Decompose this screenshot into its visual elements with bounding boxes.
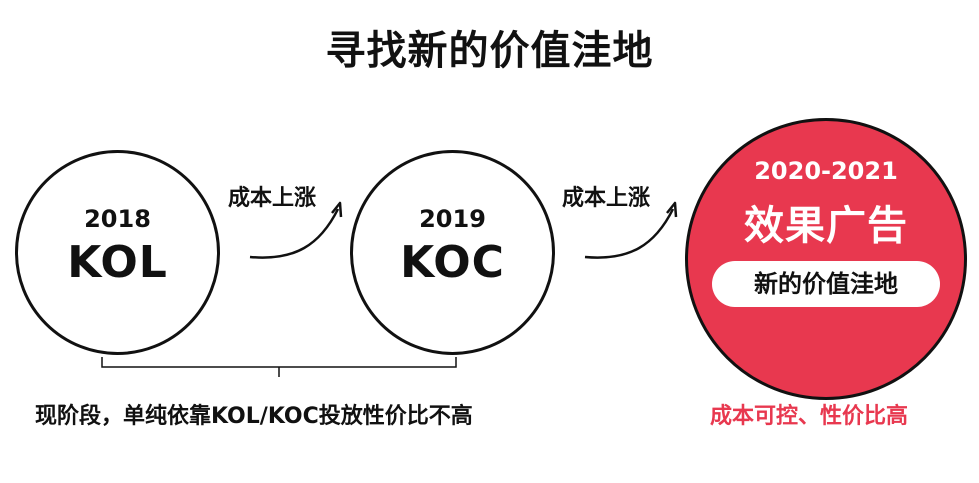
stage-year: 2018: [84, 205, 151, 233]
stage-year: 2019: [419, 205, 486, 233]
stage-label: KOC: [400, 237, 505, 288]
curved-arrow-icon: [249, 201, 343, 259]
curved-arrow-icon: [584, 201, 678, 259]
stage-circle-2019: 2019 KOC: [350, 150, 555, 355]
stage-circle-2018: 2018 KOL: [15, 150, 220, 355]
arrow-label: 成本上涨: [562, 186, 651, 211]
advantage-note: 成本可控、性价比高: [710, 404, 909, 429]
stage-label: 效果广告: [744, 203, 908, 249]
stage-label: KOL: [67, 237, 168, 288]
page-title: 寻找新的价值洼地: [325, 28, 654, 74]
stage-year: 2020-2021: [754, 157, 898, 185]
bracket-icon: [101, 357, 457, 377]
arrow-label: 成本上涨: [228, 186, 317, 211]
stage-circle-2020-2021: 2020-2021 效果广告 新的价值洼地: [685, 118, 967, 400]
current-stage-note: 现阶段，单纯依靠KOL/KOC投放性价比不高: [35, 404, 473, 429]
value-pill: 新的价值洼地: [712, 261, 940, 307]
